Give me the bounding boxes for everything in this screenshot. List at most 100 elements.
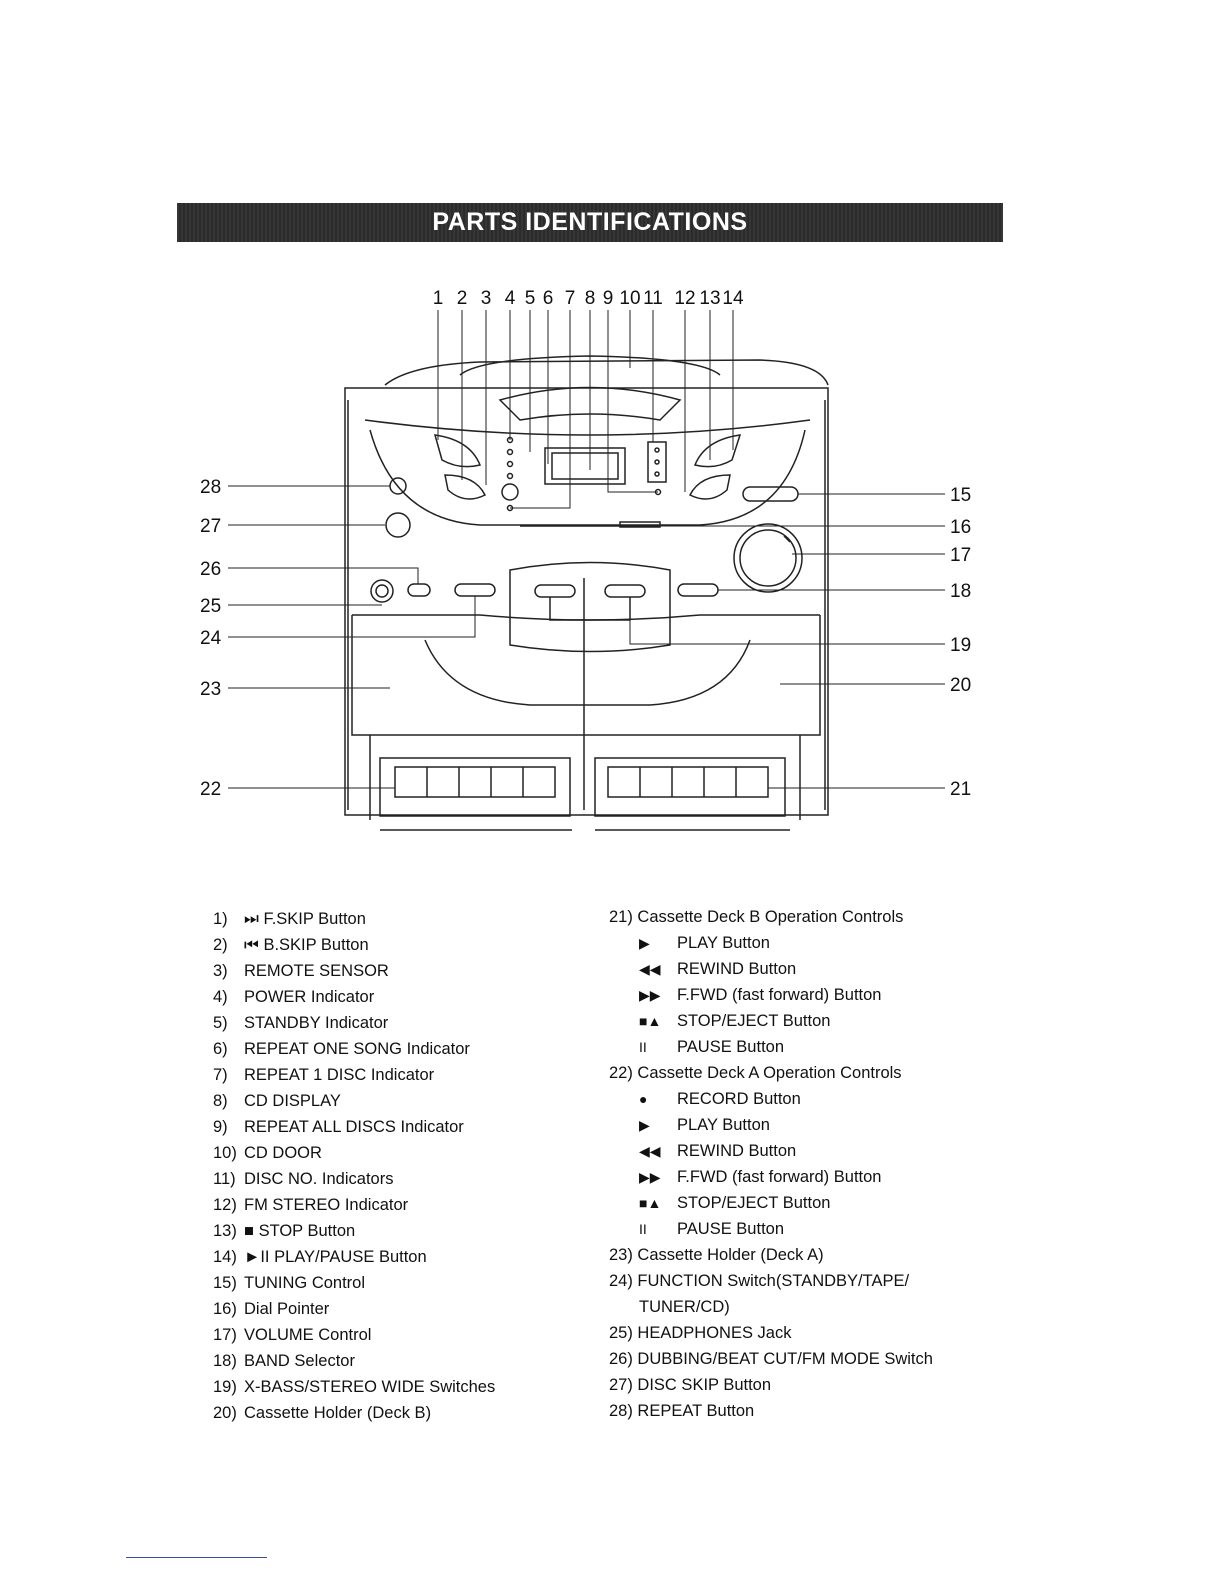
list-item: ▶ PLAY Button bbox=[609, 1112, 933, 1138]
list-item: 16)Dial Pointer bbox=[213, 1296, 495, 1322]
callout-label: 6 bbox=[543, 288, 554, 309]
callout-label: 25 bbox=[200, 596, 221, 617]
left-callouts: 28 27 26 25 24 23 22 bbox=[200, 477, 222, 800]
item-text: RECORD Button bbox=[677, 1090, 801, 1108]
item-text: FM STEREO Indicator bbox=[244, 1196, 409, 1214]
stop-eject-icon: ■▲ bbox=[639, 1195, 662, 1211]
fast-forward-icon: ▶▶ bbox=[639, 1169, 661, 1185]
item-text: PAUSE Button bbox=[677, 1038, 785, 1056]
list-item: 25) HEADPHONES Jack bbox=[609, 1324, 792, 1342]
item-number: 10) bbox=[213, 1144, 237, 1162]
list-item: 11)DISC NO. Indicators bbox=[213, 1166, 495, 1192]
item-text: F.FWD (fast forward) Button bbox=[677, 986, 882, 1004]
item-text: REMOTE SENSOR bbox=[244, 962, 389, 980]
parts-list-right: 21) Cassette Deck B Operation Controls ▶… bbox=[609, 904, 933, 1424]
stop-eject-icon: ■▲ bbox=[639, 1013, 662, 1029]
list-item: 18) BAND Selector bbox=[213, 1348, 495, 1374]
item-number: 1) bbox=[213, 910, 228, 928]
item-symbol: ■ bbox=[244, 1222, 254, 1240]
list-item: 12) FM STEREO Indicator bbox=[213, 1192, 495, 1218]
list-item: 10) CD DOOR bbox=[213, 1140, 495, 1166]
item-number: 3) bbox=[213, 962, 228, 980]
item-number: 16) bbox=[213, 1300, 237, 1318]
list-item: ▶PLAY Button bbox=[609, 930, 933, 956]
top-callouts: 1 2 3 4 5 6 7 8 9 10 11 12 13 14 bbox=[433, 288, 744, 309]
rewind-icon: ◀◀ bbox=[639, 961, 661, 977]
item-text: TUNING Control bbox=[244, 1274, 366, 1292]
list-item: 17) VOLUME Control bbox=[213, 1322, 495, 1348]
callout-label: 19 bbox=[950, 635, 971, 656]
pause-icon: II bbox=[639, 1221, 647, 1237]
callout-label: 13 bbox=[699, 288, 720, 309]
callout-label: 5 bbox=[525, 288, 536, 309]
item-number: 12) bbox=[213, 1196, 237, 1214]
play-icon: ▶ bbox=[639, 1117, 650, 1133]
record-icon: ● bbox=[639, 1091, 648, 1107]
stereo-illustration: 1 2 3 4 5 6 7 8 9 10 11 12 13 14 28 27 2… bbox=[200, 288, 971, 831]
right-callouts: 15 16 17 18 19 20 21 bbox=[950, 485, 971, 800]
item-text: F.FWD (fast forward) Button bbox=[677, 1168, 882, 1186]
callout-label: 27 bbox=[200, 516, 221, 537]
list-item: 9) REPEAT ALL DISCS Indicator bbox=[213, 1114, 495, 1140]
item-number: 9) bbox=[213, 1118, 228, 1136]
item-text: F.SKIP Button bbox=[263, 910, 366, 928]
section-banner: PARTS IDENTIFICATIONS bbox=[177, 203, 1003, 242]
callout-label: 7 bbox=[565, 288, 576, 309]
item-number: 14) bbox=[213, 1248, 237, 1266]
item-number: 6) bbox=[213, 1040, 228, 1058]
item-number: 13) bbox=[213, 1222, 237, 1240]
item-symbol: ►II bbox=[244, 1248, 270, 1266]
list-item: 28) REPEAT Button bbox=[609, 1402, 755, 1420]
footer-divider bbox=[126, 1557, 267, 1558]
item-symbol: ⏮ bbox=[244, 936, 259, 954]
item-text: VOLUME Control bbox=[244, 1326, 372, 1344]
item-text: REPEAT 1 DISC Indicator bbox=[244, 1066, 435, 1084]
item-text: CD DOOR bbox=[244, 1144, 322, 1162]
item-text: Cassette Holder (Deck B) bbox=[244, 1404, 432, 1422]
fast-forward-icon: ▶▶ bbox=[639, 987, 661, 1003]
list-item: 13) ■ STOP Button bbox=[213, 1218, 495, 1244]
list-item: 15)TUNING Control bbox=[213, 1270, 495, 1296]
list-item: 23) Cassette Holder (Deck A) bbox=[609, 1246, 824, 1264]
list-item: 27) DISC SKIP Button bbox=[609, 1376, 772, 1394]
list-item: 14)►II PLAY/PAUSE Button bbox=[213, 1244, 495, 1270]
callout-label: 1 bbox=[433, 288, 444, 309]
list-item-continuation: TUNER/CD) bbox=[639, 1298, 730, 1316]
item-text: PLAY Button bbox=[677, 1116, 770, 1134]
page-title: PARTS IDENTIFICATIONS bbox=[432, 208, 748, 236]
parts-list-left: 1) ⏭ F.SKIP Button 2)⏮ B.SKIP Button 3) RE… bbox=[213, 906, 495, 1426]
list-item: ◀◀ REWIND Button bbox=[609, 956, 933, 982]
item-text: CD DISPLAY bbox=[244, 1092, 341, 1110]
list-item: 3) REMOTE SENSOR bbox=[213, 958, 495, 984]
item-number: 7) bbox=[213, 1066, 228, 1084]
list-item: 2)⏮ B.SKIP Button bbox=[213, 932, 495, 958]
callout-label: 17 bbox=[950, 545, 971, 566]
list-item: ▶▶ F.FWD (fast forward) Button bbox=[609, 982, 933, 1008]
list-item: 20)Cassette Holder (Deck B) bbox=[213, 1400, 495, 1426]
item-text: B.SKIP Button bbox=[263, 936, 369, 954]
list-item: 1) ⏭ F.SKIP Button bbox=[213, 906, 495, 932]
item-number: 18) bbox=[213, 1352, 237, 1370]
item-text: DISC NO. Indicators bbox=[244, 1170, 394, 1188]
item-text: REWIND Button bbox=[677, 960, 797, 978]
callout-label: 28 bbox=[200, 477, 221, 498]
item-text: REPEAT ALL DISCS Indicator bbox=[244, 1118, 464, 1136]
callout-label: 4 bbox=[505, 288, 516, 309]
item-text: STOP/EJECT Button bbox=[677, 1194, 831, 1212]
callout-label: 15 bbox=[950, 485, 971, 506]
item-text: STOP/EJECT Button bbox=[677, 1012, 831, 1030]
item-symbol: ⏭ bbox=[244, 910, 259, 928]
callout-label: 16 bbox=[950, 517, 971, 538]
item-number: 4) bbox=[213, 988, 228, 1006]
list-item: 26) DUBBING/BEAT CUT/FM MODE Switch bbox=[609, 1350, 933, 1368]
list-item: 19)X-BASS/STEREO WIDE Switches bbox=[213, 1374, 495, 1400]
item-text: REWIND Button bbox=[677, 1142, 797, 1160]
item-text: BAND Selector bbox=[244, 1352, 355, 1370]
item-text: STANDBY Indicator bbox=[244, 1014, 389, 1032]
item-number: 17) bbox=[213, 1326, 237, 1344]
list-item: ◀◀REWIND Button bbox=[609, 1138, 933, 1164]
callout-label: 22 bbox=[200, 779, 221, 800]
callout-label: 20 bbox=[950, 675, 971, 696]
item-text: STOP Button bbox=[258, 1222, 356, 1240]
